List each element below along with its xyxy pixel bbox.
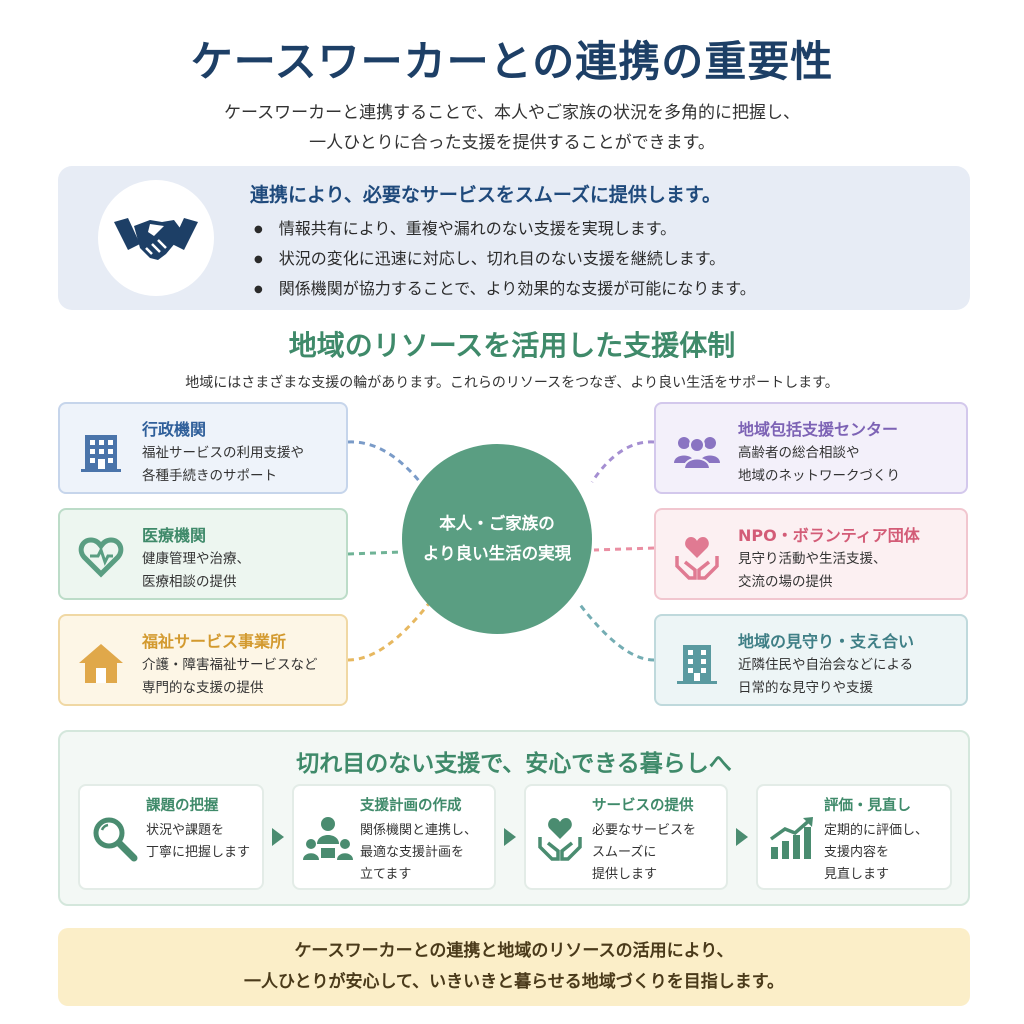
- description-line: 医療相談の提供: [142, 574, 237, 590]
- step-line: 支援内容を: [824, 845, 890, 860]
- center-line: より良い生活の実現: [422, 544, 572, 563]
- support-flow-panel: 切れ目のない支援で、安心できる暮らしへ 課題の把握 状況や課題を 丁寧に把握しま…: [58, 730, 970, 906]
- flow-step-service: サービスの提供 必要なサービスを スムーズに 提供します: [524, 784, 728, 890]
- resource-description: 高齢者の総合相談や 地域のネットワークづくり: [738, 442, 900, 488]
- resource-card-medical: 医療機関 健康管理や治療、 医療相談の提供: [58, 508, 348, 600]
- description-line: 各種手続きのサポート: [142, 468, 277, 484]
- step-title: 支援計画の作成: [360, 798, 462, 814]
- collaboration-panel: 連携により、必要なサービスをスムーズに提供します。 情報共有により、重複や漏れの…: [58, 166, 970, 310]
- heart-hands-icon: [538, 818, 582, 861]
- flow-step-review: 評価・見直し 定期的に評価し、 支援内容を 見直します: [756, 784, 952, 890]
- footer-line: 一人ひとりが安心して、いきいきと暮らせる地域づくりを目指します。: [243, 972, 785, 992]
- page-subtitle: ケースワーカーと連携することで、本人やご家族の状況を多角的に把握し、 一人ひとり…: [0, 98, 1024, 158]
- description-line: 地域のネットワークづくり: [738, 468, 900, 484]
- bullet-item: 関係機関が協力することで、より効果的な支援が可能になります。: [254, 274, 756, 304]
- step-description: 必要なサービスを スムーズに 提供します: [592, 820, 696, 886]
- building-icon: [81, 435, 121, 472]
- resource-description: 健康管理や治療、 医療相談の提供: [142, 548, 250, 594]
- step-line: 丁寧に把握します: [146, 845, 251, 860]
- resource-card-community-center: 地域包括支援センター 高齢者の総合相談や 地域のネットワークづくり: [654, 402, 968, 494]
- step-line: 定期的に評価し、: [824, 823, 929, 838]
- flow-arrow: [736, 828, 748, 846]
- connector-line: [347, 440, 422, 483]
- flow-arrow: [272, 828, 284, 846]
- description-line: 福祉サービスの利用支援や: [142, 445, 304, 461]
- handshake-icon: [114, 218, 198, 260]
- step-line: スムーズに: [592, 845, 657, 860]
- step-title: サービスの提供: [592, 798, 694, 814]
- step-description: 関係機関と連携し、 最適な支援計画を 立てます: [360, 820, 477, 886]
- description-line: 健康管理や治療、: [142, 551, 250, 567]
- description-line: 介護・障害福祉サービスなど: [142, 657, 318, 673]
- step-title: 課題の把握: [146, 798, 219, 814]
- heart-icon: [78, 537, 124, 578]
- description-line: 高齢者の総合相談や: [738, 445, 860, 461]
- resource-card-government: 行政機関 福祉サービスの利用支援や 各種手続きのサポート: [58, 402, 348, 494]
- connector-line: [590, 440, 655, 483]
- connector-line: [347, 601, 432, 662]
- resource-title: NPO・ボランティア団体: [738, 526, 920, 545]
- resource-title: 行政機関: [142, 420, 207, 439]
- bullet-item: 情報共有により、重複や漏れのない支援を実現します。: [254, 214, 756, 244]
- description-line: 日常的な見守りや支援: [738, 680, 873, 696]
- center-line: 本人・ご家族の: [439, 514, 555, 533]
- flow-step-planning: 支援計画の作成 関係機関と連携し、 最適な支援計画を 立てます: [292, 784, 496, 890]
- people-icon: [674, 437, 720, 470]
- step-line: 関係機関と連携し、: [360, 823, 478, 838]
- step-description: 定期的に評価し、 支援内容を 見直します: [824, 820, 928, 886]
- house-icon: [79, 644, 123, 683]
- description-line: 交流の場の提供: [738, 574, 833, 590]
- growth-chart-icon: [769, 817, 813, 859]
- description-line: 専門的な支援の提供: [142, 680, 264, 696]
- resource-title: 地域の見守り・支え合い: [738, 632, 915, 651]
- step-line: 立てます: [360, 867, 412, 882]
- connector-line: [576, 601, 655, 662]
- step-title: 評価・見直し: [824, 798, 911, 814]
- magnifier-icon: [93, 817, 138, 862]
- step-line: 状況や課題を: [146, 823, 225, 838]
- flow-title: 切れ目のない支援で、安心できる暮らしへ: [296, 751, 732, 777]
- connector-line: [593, 546, 655, 552]
- resource-description: 介護・障害福祉サービスなど 専門的な支援の提供: [142, 654, 318, 700]
- flow-step-assessment: 課題の把握 状況や課題を 丁寧に把握します: [78, 784, 264, 890]
- subtitle-line: 一人ひとりに合った支援を提供することができます。: [309, 133, 715, 153]
- resources-title: 地域のリソースを活用した支援体制: [288, 329, 736, 362]
- description-line: 見守り活動や生活支援、: [738, 551, 887, 567]
- footer-message: ケースワーカーとの連携と地域のリソースの活用により、 一人ひとりが安心して、いき…: [58, 928, 970, 1006]
- flow-arrow: [504, 828, 516, 846]
- handshake-icon-circle: [98, 180, 214, 296]
- description-line: 近隣住民や自治会などによる: [738, 657, 914, 673]
- center-goal-circle: 本人・ご家族の より良い生活の実現: [402, 444, 592, 634]
- step-line: 提供します: [592, 867, 658, 882]
- subtitle-line: ケースワーカーと連携することで、本人やご家族の状況を多角的に把握し、: [224, 103, 800, 123]
- resource-title: 医療機関: [142, 526, 207, 545]
- resource-card-npo: NPO・ボランティア団体 見守り活動や生活支援、 交流の場の提供: [654, 508, 968, 600]
- collaboration-heading: 連携により、必要なサービスをスムーズに提供します。: [250, 184, 722, 206]
- resource-description: 見守り活動や生活支援、 交流の場の提供: [738, 548, 887, 594]
- resource-title: 地域包括支援センター: [738, 420, 899, 439]
- step-line: 最適な支援計画を: [360, 845, 465, 860]
- resources-description: 地域にはさまざまな支援の輪があります。これらのリソースをつなぎ、より良い生活をサ…: [185, 375, 839, 391]
- resource-card-neighborhood: 地域の見守り・支え合い 近隣住民や自治会などによる 日常的な見守りや支援: [654, 614, 968, 706]
- resource-title: 福祉サービス事業所: [142, 632, 287, 651]
- footer-line: ケースワーカーとの連携と地域のリソースの活用により、: [294, 941, 734, 961]
- team-icon: [303, 817, 353, 860]
- step-line: 見直します: [824, 867, 890, 882]
- bullet-item: 状況の変化に迅速に対応し、切れ目のない支援を継続します。: [254, 244, 756, 274]
- collaboration-bullets: 情報共有により、重複や漏れのない支援を実現します。 状況の変化に迅速に対応し、切…: [254, 214, 756, 304]
- resource-description: 近隣住民や自治会などによる 日常的な見守りや支援: [738, 654, 913, 700]
- resource-description: 福祉サービスの利用支援や 各種手続きのサポート: [142, 442, 304, 488]
- page-title: ケースワーカーとの連携の重要性: [190, 37, 834, 86]
- step-line: 必要なサービスを: [592, 823, 697, 838]
- step-description: 状況や課題を 丁寧に把握します: [146, 820, 250, 864]
- heart-hands-icon: [675, 537, 719, 580]
- apartment-icon: [677, 645, 717, 684]
- resource-card-welfare: 福祉サービス事業所 介護・障害福祉サービスなど 専門的な支援の提供: [58, 614, 348, 706]
- connector-line: [347, 550, 403, 556]
